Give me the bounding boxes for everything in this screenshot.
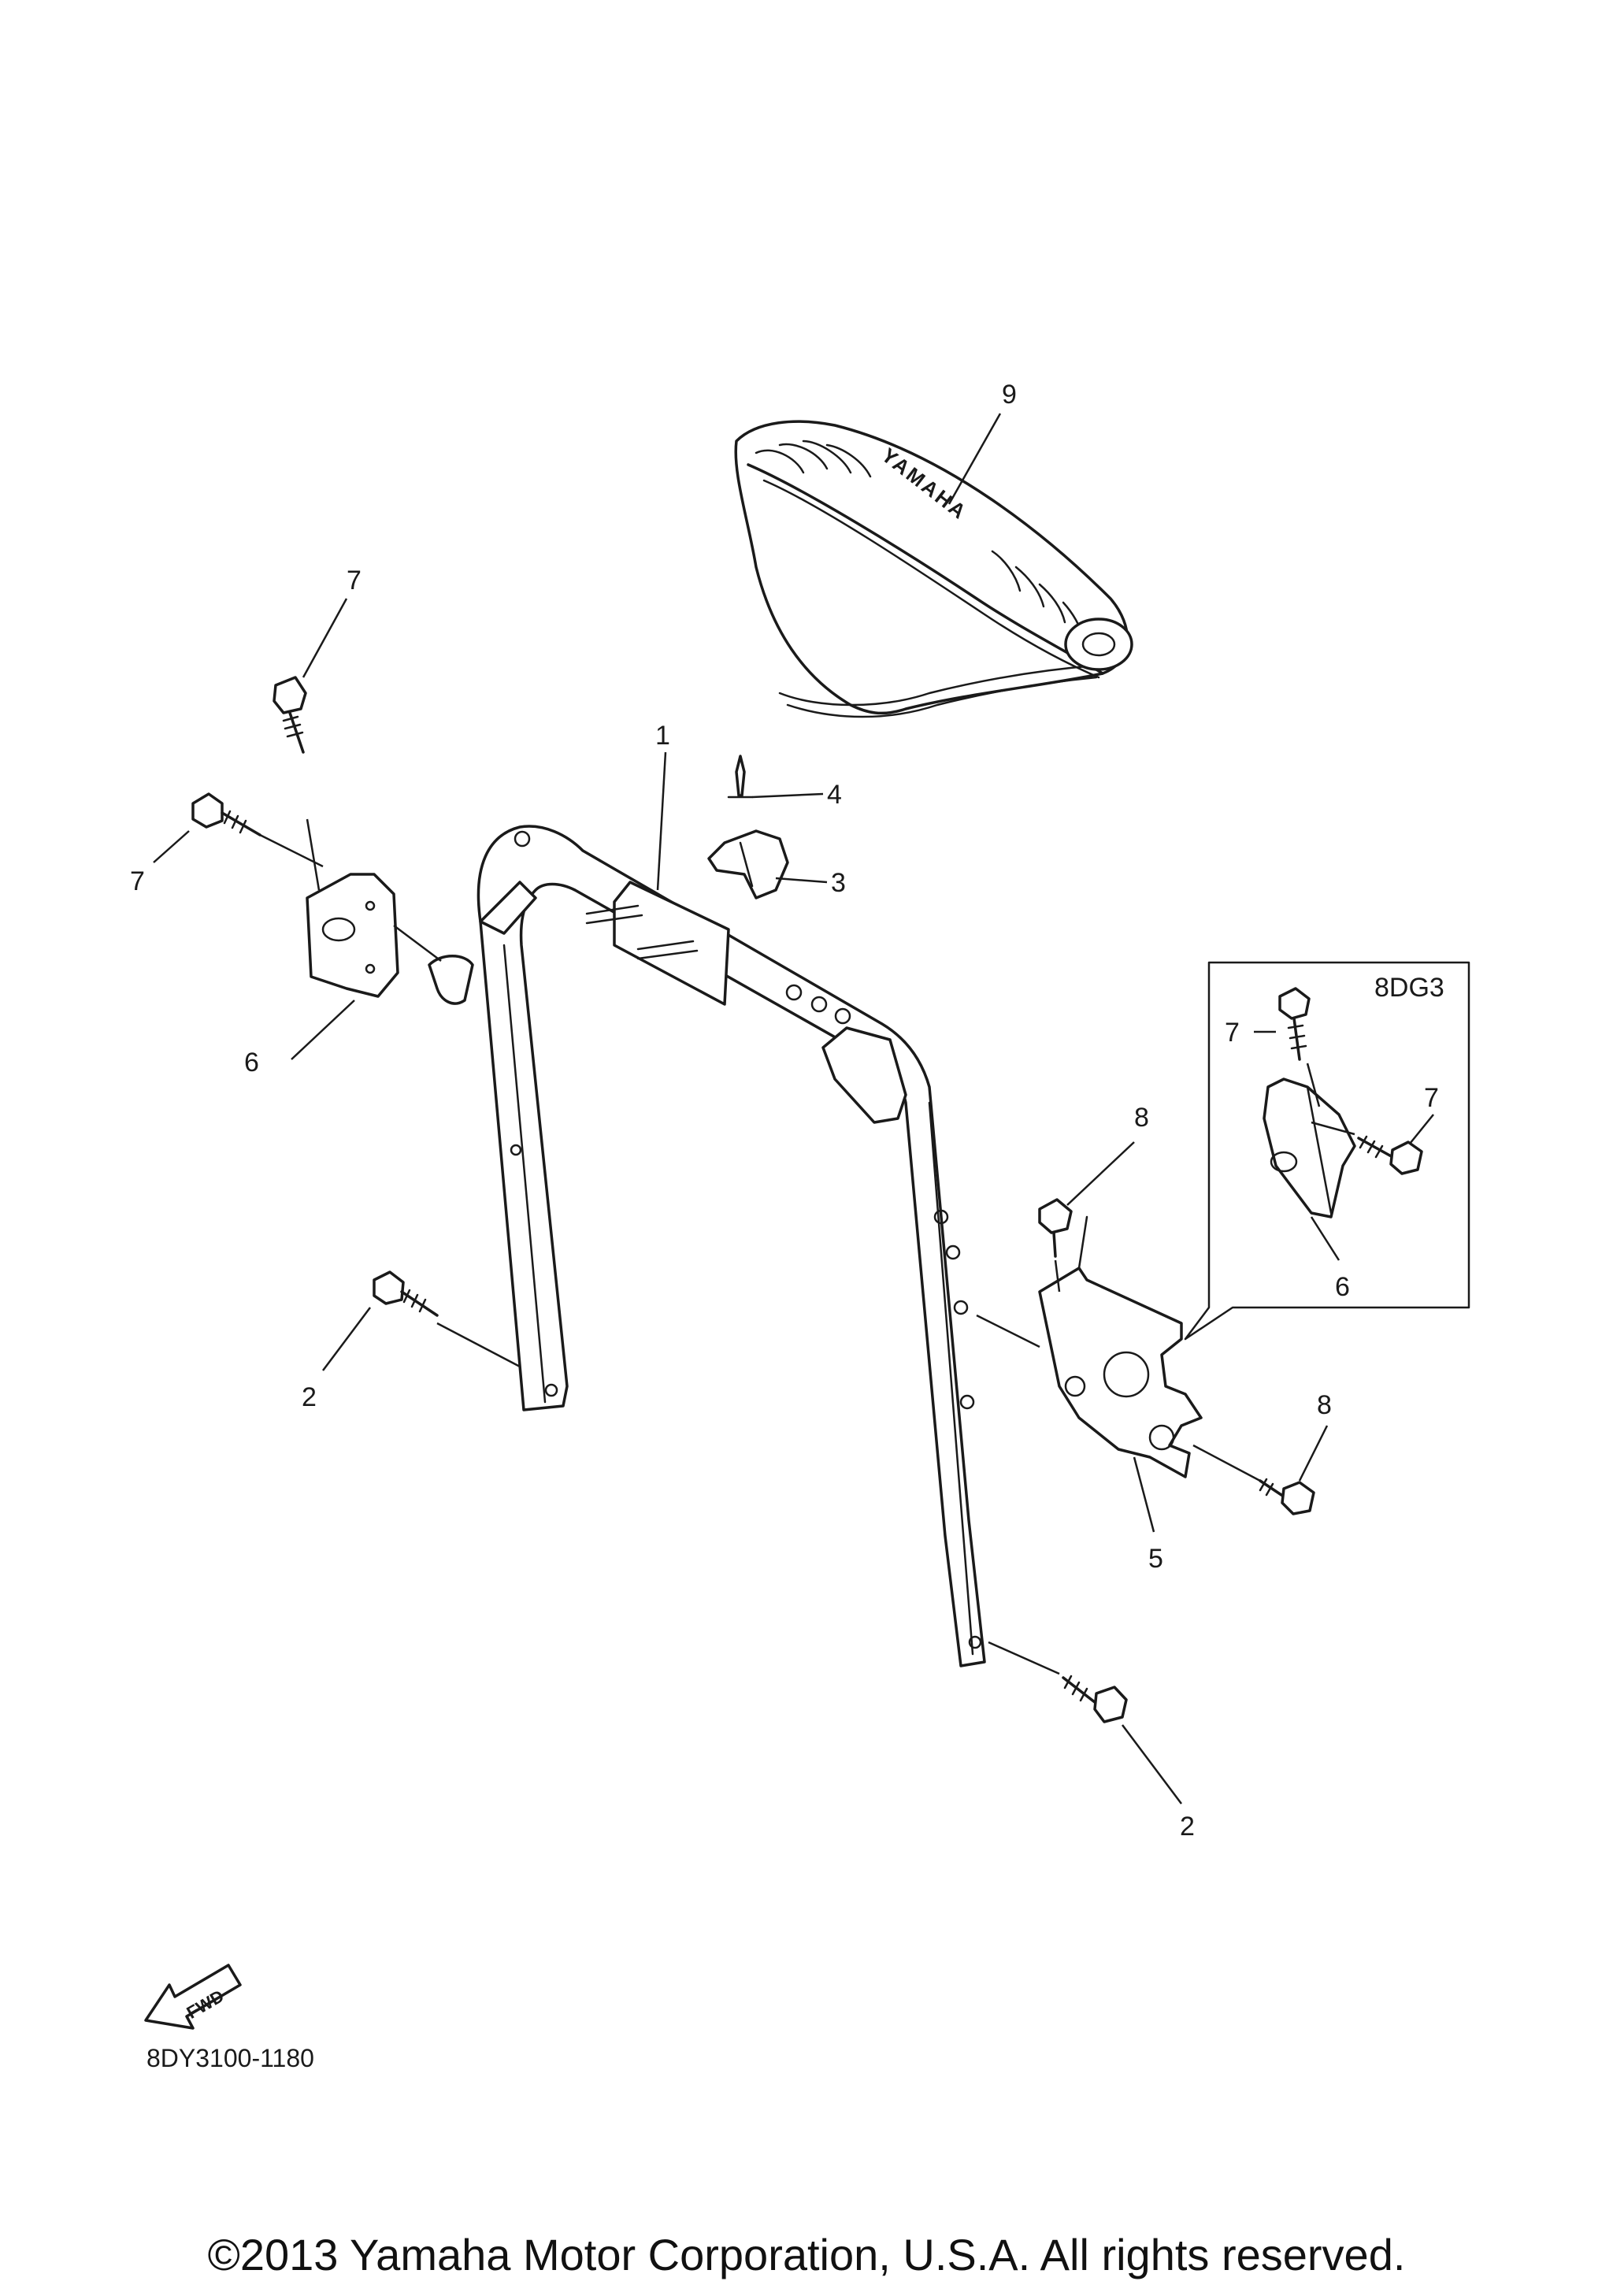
bolt-2-left: [373, 1270, 439, 1317]
callout-2-left: 2: [302, 1382, 317, 1412]
diagram-code: 8DY3100-1180: [146, 2044, 314, 2072]
bracket-left-part: [306, 873, 399, 998]
callout-3: 3: [831, 868, 846, 898]
callout-8-top: 8: [1134, 1103, 1149, 1133]
grommet-part: [428, 955, 474, 1005]
callout-1: 1: [655, 721, 670, 751]
callout-7-inset-top: 7: [1225, 1018, 1240, 1048]
bolt-2-right: [1062, 1675, 1128, 1723]
rivet-part: [727, 755, 754, 799]
pole-frame-part: [476, 825, 986, 1667]
fwd-arrow-icon: FWD: [144, 1964, 242, 2030]
inset-bolt-7-side: [1357, 1135, 1423, 1175]
inset-box: 8DG3 7 6 7: [1184, 961, 1470, 1341]
callout-2-right: 2: [1180, 1812, 1195, 1842]
copyright-notice: ©2013 Yamaha Motor Corporation, U.S.A. A…: [207, 2230, 1406, 2279]
callout-8-bottom: 8: [1317, 1390, 1332, 1420]
callout-5: 5: [1148, 1544, 1163, 1574]
bolt-8-bottom: [1259, 1478, 1315, 1515]
callout-6-inset: 6: [1335, 1272, 1350, 1302]
callout-7-inset-side: 7: [1424, 1083, 1439, 1113]
callout-6-left: 6: [244, 1048, 259, 1078]
callout-7-side-left: 7: [130, 866, 145, 896]
inset-bracket-6: [1263, 1078, 1356, 1218]
bolt-7-side-left: [191, 792, 261, 836]
bolt-8-top: [1038, 1198, 1073, 1258]
inset-label: 8DG3: [1374, 973, 1444, 1003]
inset-bolt-7-top: [1278, 987, 1311, 1061]
callout-4: 4: [827, 780, 842, 810]
seat-part: YAMAHA: [734, 420, 1133, 718]
bolt-7-top-left: [273, 676, 307, 754]
bracket-5-part: [1038, 1215, 1203, 1478]
clip-part: [707, 829, 789, 899]
callout-7-top-left: 7: [347, 566, 362, 595]
callout-9: 9: [1002, 380, 1017, 410]
